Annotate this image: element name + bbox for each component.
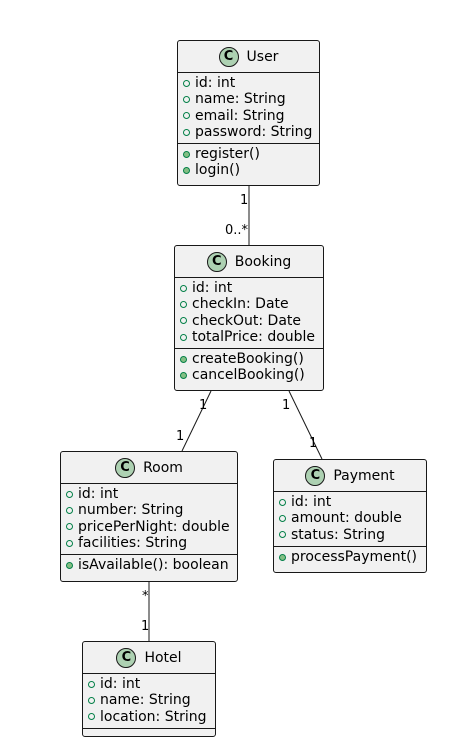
public-attribute-icon bbox=[183, 79, 190, 87]
class-name: Booking bbox=[234, 253, 292, 270]
attribute: status: String bbox=[274, 527, 426, 543]
attribute: pricePerNight: double bbox=[61, 519, 237, 535]
attribute: facilities: String bbox=[61, 535, 237, 551]
class-header: C Payment bbox=[274, 460, 426, 492]
operations-section bbox=[83, 727, 215, 736]
public-operation-icon bbox=[183, 150, 190, 158]
class-name: Hotel bbox=[144, 649, 182, 666]
attributes-section: id: int number: String pricePerNight: do… bbox=[61, 484, 237, 554]
public-operation-icon bbox=[180, 355, 187, 363]
public-operation-icon bbox=[279, 553, 286, 561]
class-name: User bbox=[246, 48, 279, 65]
mult-room-hotel-to: 1 bbox=[141, 619, 150, 634]
attribute: checkOut: Date bbox=[175, 313, 323, 329]
attribute: name: String bbox=[178, 91, 319, 107]
class-c-icon: C bbox=[305, 465, 326, 486]
mult-room-hotel-from: * bbox=[142, 589, 149, 604]
public-attribute-icon bbox=[180, 300, 187, 308]
attribute: number: String bbox=[61, 502, 237, 518]
public-attribute-icon bbox=[88, 713, 95, 721]
operation: cancelBooking() bbox=[175, 367, 323, 383]
attribute: id: int bbox=[274, 494, 426, 510]
attribute: id: int bbox=[175, 280, 323, 296]
mult-booking-room-to: 1 bbox=[176, 429, 185, 444]
mult-booking-payment-from: 1 bbox=[282, 398, 291, 413]
class-hotel[interactable]: C Hotel id: int name: String location: S… bbox=[82, 641, 216, 737]
class-payment[interactable]: C Payment id: int amount: double status:… bbox=[273, 459, 427, 573]
attribute: amount: double bbox=[274, 510, 426, 526]
public-attribute-icon bbox=[66, 539, 73, 547]
operations-section: register() login() bbox=[178, 143, 319, 182]
operation: createBooking() bbox=[175, 351, 323, 367]
class-c-icon: C bbox=[115, 457, 136, 478]
class-room[interactable]: C Room id: int number: String pricePerNi… bbox=[60, 451, 238, 582]
class-header: C User bbox=[178, 41, 319, 73]
operations-section: createBooking() cancelBooking() bbox=[175, 348, 323, 387]
mult-user-booking-to: 0..* bbox=[225, 223, 249, 238]
class-c-icon: C bbox=[218, 46, 239, 67]
public-attribute-icon bbox=[279, 514, 286, 522]
class-name: Room bbox=[143, 459, 183, 476]
attributes-section: id: int checkIn: Date checkOut: Date tot… bbox=[175, 278, 323, 348]
attributes-section: id: int amount: double status: String bbox=[274, 492, 426, 546]
public-attribute-icon bbox=[279, 531, 286, 539]
association-booking-payment bbox=[288, 390, 323, 460]
attribute: password: String bbox=[178, 124, 319, 140]
class-header: C Room bbox=[61, 452, 237, 484]
public-attribute-icon bbox=[183, 112, 190, 120]
operation: register() bbox=[178, 146, 319, 162]
attribute: location: String bbox=[83, 709, 215, 725]
mult-booking-room-from: 1 bbox=[199, 398, 208, 413]
operations-section: processPayment() bbox=[274, 545, 426, 568]
mult-booking-payment-to: 1 bbox=[309, 436, 318, 451]
attribute: totalPrice: double bbox=[175, 329, 323, 345]
public-attribute-icon bbox=[183, 128, 190, 136]
mult-user-booking-from: 1 bbox=[240, 193, 249, 208]
class-c-icon: C bbox=[116, 647, 137, 668]
class-header: C Booking bbox=[175, 246, 323, 278]
public-attribute-icon bbox=[279, 498, 286, 506]
class-c-icon: C bbox=[206, 251, 227, 272]
public-operation-icon bbox=[180, 372, 187, 380]
association-booking-room bbox=[181, 390, 212, 452]
attribute: id: int bbox=[83, 676, 215, 692]
public-attribute-icon bbox=[180, 333, 187, 341]
attributes-section: id: int name: String email: String passw… bbox=[178, 73, 319, 143]
class-user[interactable]: C User id: int name: String email: Strin… bbox=[177, 40, 320, 186]
attributes-section: id: int name: String location: String bbox=[83, 674, 215, 728]
class-header: C Hotel bbox=[83, 642, 215, 674]
public-attribute-icon bbox=[88, 680, 95, 688]
operation: processPayment() bbox=[274, 549, 426, 565]
public-attribute-icon bbox=[66, 506, 73, 514]
operation: login() bbox=[178, 162, 319, 178]
attribute: email: String bbox=[178, 108, 319, 124]
public-attribute-icon bbox=[183, 95, 190, 103]
public-attribute-icon bbox=[66, 523, 73, 531]
public-operation-icon bbox=[66, 561, 73, 569]
public-attribute-icon bbox=[66, 490, 73, 498]
class-booking[interactable]: C Booking id: int checkIn: Date checkOut… bbox=[174, 245, 324, 391]
operation: isAvailable(): boolean bbox=[61, 557, 237, 573]
attribute: id: int bbox=[61, 486, 237, 502]
public-attribute-icon bbox=[180, 317, 187, 325]
operations-section: isAvailable(): boolean bbox=[61, 554, 237, 576]
public-attribute-icon bbox=[88, 696, 95, 704]
public-operation-icon bbox=[183, 167, 190, 175]
class-name: Payment bbox=[333, 467, 395, 484]
attribute: name: String bbox=[83, 692, 215, 708]
attribute: id: int bbox=[178, 75, 319, 91]
attribute: checkIn: Date bbox=[175, 296, 323, 312]
public-attribute-icon bbox=[180, 284, 187, 292]
